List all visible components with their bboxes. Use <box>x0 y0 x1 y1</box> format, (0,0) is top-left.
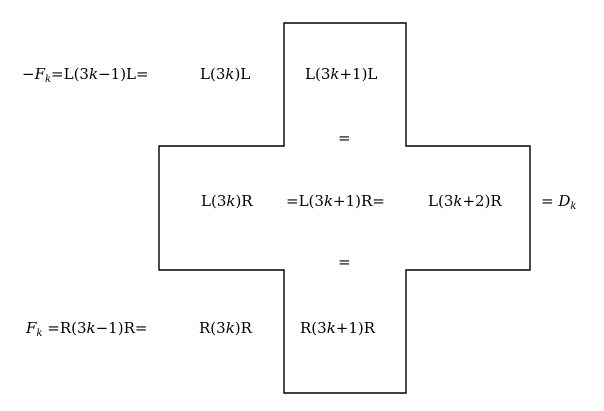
equals-top: = <box>338 129 351 147</box>
cross-outline <box>158 22 531 394</box>
equals-bottom: = <box>338 253 351 271</box>
l-3k-r-label: L(3k)R <box>201 192 253 210</box>
l-3k-l-label: L(3k)L <box>200 65 251 83</box>
l-3k-plus-1-l-label: L(3k+1)L <box>305 65 378 83</box>
f-k-expression: Fk =R(3k−1)R= <box>26 319 148 339</box>
l-3k-plus-2-r-label: L(3k+2)R <box>428 192 502 210</box>
l-3k-plus-1-r-label: =L(3k+1)R= <box>286 192 385 210</box>
r-3k-r-label: R(3k)R <box>199 319 252 337</box>
r-3k-plus-1-r-label: R(3k+1)R <box>300 319 376 337</box>
d-k-label: = Dk <box>541 192 577 212</box>
neg-f-k-expression: −Fk=L(3k−1)L= <box>22 65 149 85</box>
